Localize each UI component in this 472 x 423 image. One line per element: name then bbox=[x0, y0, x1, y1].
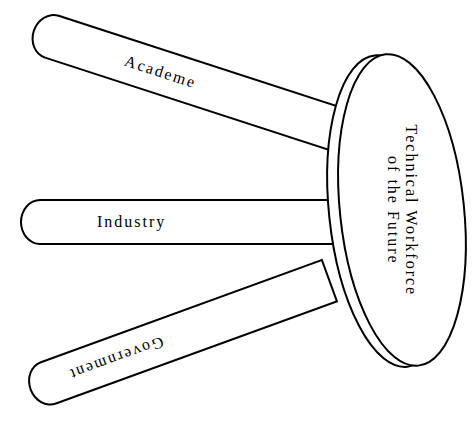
stool-seat: Technical Workforce of the Future bbox=[322, 48, 472, 373]
leg-label: Government bbox=[66, 333, 166, 384]
seat-label: Technical Workforce of the Future bbox=[384, 116, 421, 306]
stool-leg: Government bbox=[22, 259, 338, 412]
leg-label: Industry bbox=[97, 213, 166, 231]
leg-label: Academe bbox=[122, 52, 198, 92]
stool-leg: Academe bbox=[26, 9, 345, 152]
stool-leg: Industry bbox=[20, 199, 340, 245]
